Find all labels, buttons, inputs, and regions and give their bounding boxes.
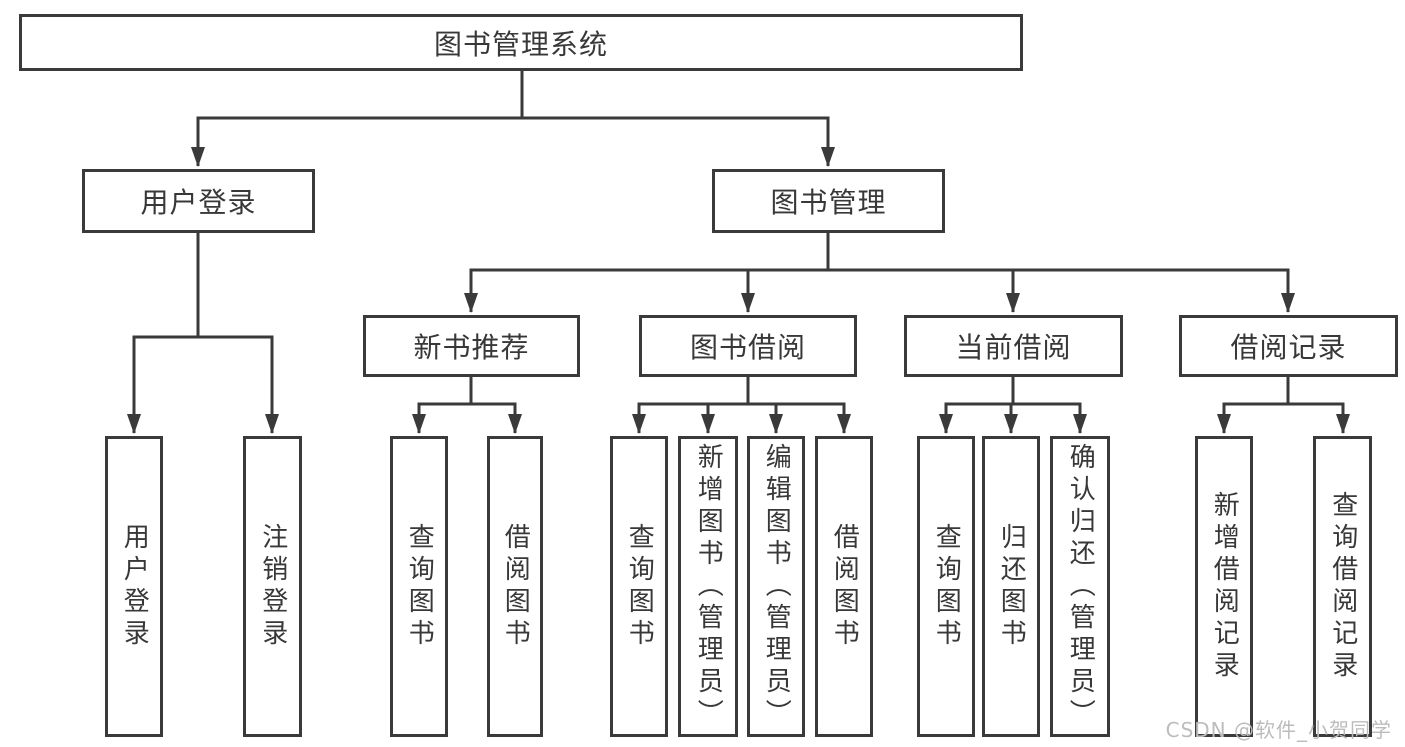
node-label: 图书借阅 — [689, 331, 806, 364]
leaf-label: 查询图书 — [404, 522, 435, 651]
leaf-label: 新增图书（管理员） — [693, 442, 724, 731]
node-borrowing-records: 借阅记录 — [1179, 315, 1398, 377]
leaf-label: 借阅图书 — [500, 522, 531, 651]
node-library-system: 图书管理系统 — [19, 14, 1023, 71]
node-label: 图书管理系统 — [433, 27, 608, 61]
leaf-label: 借阅图书 — [829, 522, 860, 651]
node-book-borrowing: 图书借阅 — [639, 315, 857, 377]
node-label: 新书推荐 — [413, 331, 530, 364]
leaf-borrow-books-recommend: 借阅图书 — [487, 436, 543, 737]
leaf-label: 查询借阅记录 — [1327, 490, 1358, 683]
leaf-edit-books-admin: 编辑图书（管理员） — [747, 436, 805, 737]
leaf-borrow-books: 借阅图书 — [815, 436, 873, 737]
leaf-confirm-return-admin: 确认归还（管理员） — [1050, 436, 1110, 737]
node-current-borrowing: 当前借阅 — [904, 315, 1123, 377]
node-label: 借阅记录 — [1230, 331, 1347, 364]
leaf-label: 编辑图书（管理员） — [761, 442, 792, 731]
node-label: 当前借阅 — [955, 331, 1072, 364]
leaf-query-books-borrow: 查询图书 — [610, 436, 668, 737]
leaf-add-borrow-record: 新增借阅记录 — [1195, 436, 1253, 737]
leaf-label: 注销登录 — [257, 522, 288, 651]
node-user-login: 用户登录 — [82, 169, 315, 233]
leaf-label: 新增借阅记录 — [1209, 490, 1240, 683]
leaf-label: 确认归还（管理员） — [1065, 442, 1096, 731]
leaf-label: 查询图书 — [624, 522, 655, 651]
leaf-query-books-recommend: 查询图书 — [390, 436, 448, 737]
leaf-add-books-admin: 新增图书（管理员） — [678, 436, 738, 737]
node-label: 图书管理 — [770, 186, 887, 219]
leaf-label: 查询图书 — [931, 522, 962, 651]
leaf-label: 归还图书 — [996, 522, 1027, 651]
node-book-management: 图书管理 — [712, 169, 945, 233]
node-label: 用户登录 — [140, 186, 257, 219]
node-new-book-recommendation: 新书推荐 — [363, 315, 580, 377]
leaf-query-books-current: 查询图书 — [917, 436, 975, 737]
leaf-logout: 注销登录 — [243, 436, 302, 737]
leaf-label: 用户登录 — [119, 522, 150, 651]
leaf-query-borrow-record: 查询借阅记录 — [1313, 436, 1372, 737]
leaf-user-login: 用户登录 — [105, 436, 163, 737]
leaf-return-books: 归还图书 — [982, 436, 1040, 737]
